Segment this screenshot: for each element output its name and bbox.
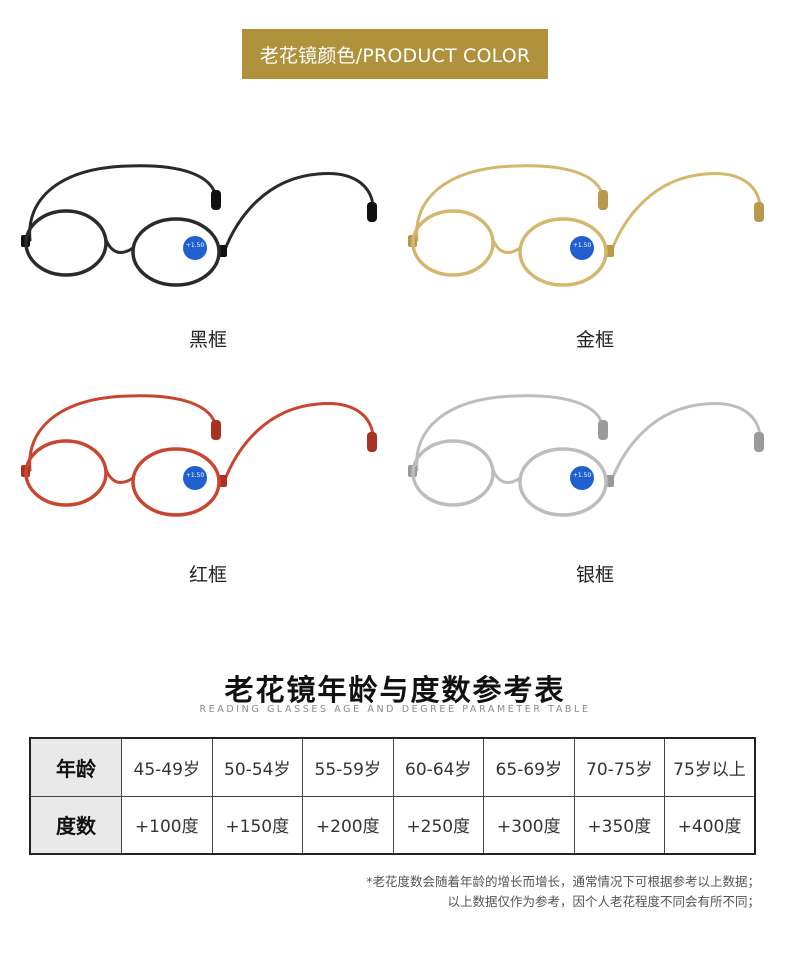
age-cell: 45-49岁 — [121, 737, 213, 797]
bridge — [491, 239, 521, 254]
age-cell: 50-54岁 — [211, 737, 303, 797]
left-lens — [24, 209, 108, 277]
left-temple-arm — [415, 394, 605, 472]
age-cell: 65-69岁 — [483, 737, 575, 797]
product-color-banner: 老花镜颜色/PRODUCT COLOR — [242, 29, 548, 79]
right-lens — [131, 447, 221, 517]
row-header-degree: 度数 — [29, 795, 122, 855]
right-lens — [131, 217, 221, 287]
product-gold-frame[interactable]: +1.50 金框 — [405, 160, 785, 390]
left-temple-arm — [415, 164, 605, 242]
table-row-degree: 度数 +100度 +150度 +200度 +250度 +300度 +350度 +… — [29, 795, 756, 855]
degree-cell: +250度 — [392, 795, 484, 855]
table-row-age: 年龄 45-49岁 50-54岁 55-59岁 60-64岁 65-69岁 70… — [29, 737, 756, 797]
product-silver-frame[interactable]: +1.50 银框 — [405, 390, 785, 620]
lens-sticker — [183, 466, 207, 490]
right-lens — [518, 217, 608, 287]
left-temple-arm — [28, 164, 218, 242]
right-lens — [518, 447, 608, 517]
banner-title: 老花镜颜色/PRODUCT COLOR — [259, 44, 531, 67]
product-black-frame[interactable]: +1.50 黑框 — [18, 160, 398, 390]
sticker-power-text: +1.50 — [573, 472, 592, 479]
bridge — [104, 469, 134, 484]
degree-cell: +300度 — [483, 795, 575, 855]
degree-cell: +200度 — [302, 795, 394, 855]
footnote: *老花度数会随着年龄的增长而增长，通常情况下可根据参考以上数据； — [366, 874, 760, 889]
temple-tip — [211, 420, 221, 440]
temple-tip — [367, 432, 377, 452]
degree-cell: +150度 — [211, 795, 303, 855]
lens-sticker — [570, 466, 594, 490]
age-cell: 70-75岁 — [573, 737, 665, 797]
footnote: 以上数据仅作为参考，因个人老花程度不同会有所不同； — [447, 894, 760, 909]
glasses-image: +1.50 — [21, 394, 377, 517]
left-lens — [411, 209, 495, 277]
age-cell: 55-59岁 — [302, 737, 394, 797]
temple-tip — [598, 420, 608, 440]
glasses-image: +1.50 — [21, 164, 377, 287]
age-degree-table: 年龄 45-49岁 50-54岁 55-59岁 60-64岁 65-69岁 70… — [29, 737, 756, 855]
degree-cell: +400度 — [664, 795, 756, 855]
age-cell: 60-64岁 — [392, 737, 484, 797]
reference-table-title: 老花镜年龄与度数参考表 — [224, 673, 566, 707]
right-temple-arm — [609, 171, 762, 254]
glasses-image: +1.50 — [408, 164, 764, 287]
right-temple-arm — [222, 401, 375, 484]
product-label: 金框 — [575, 329, 614, 351]
sticker-power-text: +1.50 — [573, 242, 592, 249]
right-temple-arm — [609, 401, 762, 484]
bridge — [104, 239, 134, 254]
sticker-power-text: +1.50 — [186, 242, 205, 249]
degree-cell: +100度 — [121, 795, 213, 855]
temple-tip — [211, 190, 221, 210]
product-label: 黑框 — [188, 329, 227, 351]
sticker-power-text: +1.50 — [186, 472, 205, 479]
temple-tip — [367, 202, 377, 222]
lens-sticker — [183, 236, 207, 260]
product-label: 银框 — [575, 564, 614, 586]
degree-cell: +350度 — [573, 795, 665, 855]
product-red-frame[interactable]: +1.50 红框 — [18, 390, 398, 620]
left-lens — [411, 439, 495, 507]
temple-tip — [598, 190, 608, 210]
glasses-image: +1.50 — [408, 394, 764, 517]
left-lens — [24, 439, 108, 507]
bridge — [491, 469, 521, 484]
reference-table-subtitle: READING GLASSES AGE AND DEGREE PARAMETER… — [199, 704, 591, 715]
right-temple-arm — [222, 171, 375, 254]
product-label: 红框 — [188, 564, 227, 586]
temple-tip — [754, 432, 764, 452]
left-temple-arm — [28, 394, 218, 472]
row-header-age: 年龄 — [29, 737, 122, 797]
age-cell: 75岁以上 — [664, 737, 756, 797]
lens-sticker — [570, 236, 594, 260]
temple-tip — [754, 202, 764, 222]
